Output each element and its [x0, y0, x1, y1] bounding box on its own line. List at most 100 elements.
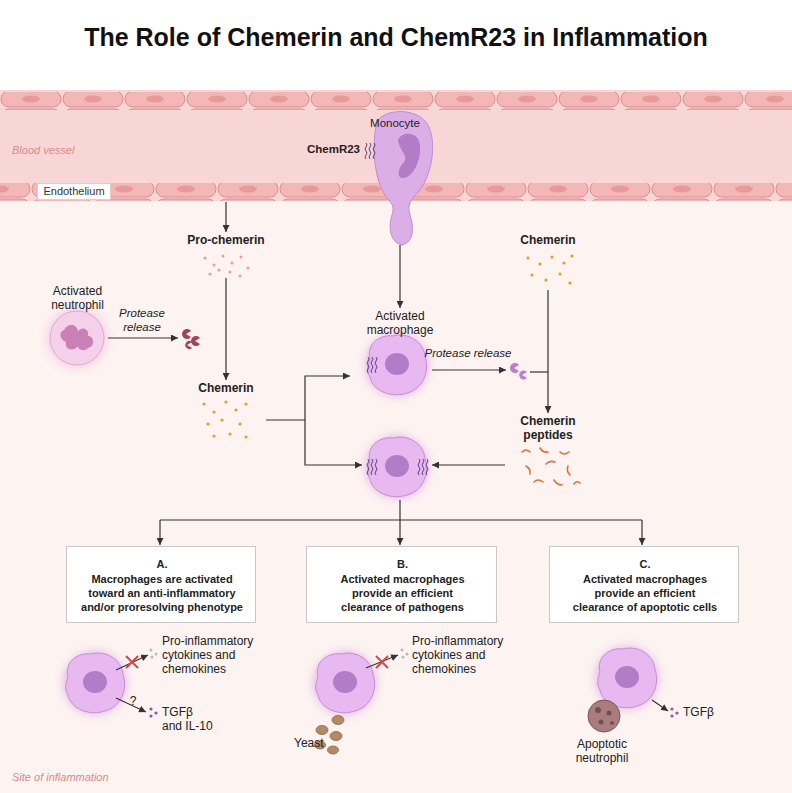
dot — [220, 418, 223, 421]
protease-icons — [510, 363, 527, 379]
node-label: Macrophages are activated toward an anti… — [77, 572, 247, 614]
release-arrow — [432, 369, 506, 370]
node-label: Activated macrophages provide an efficie… — [570, 572, 720, 614]
peptide — [567, 466, 570, 475]
protease — [191, 336, 200, 346]
fragment — [610, 721, 614, 725]
branch-arrow — [305, 420, 362, 465]
outcome-arrow — [641, 520, 642, 545]
dot — [401, 649, 404, 652]
node-heading: Activated neutrophil — [30, 284, 125, 312]
dot — [670, 714, 673, 717]
receptor — [367, 357, 377, 373]
cytokine-dots — [401, 649, 409, 659]
annotation-label: Protease release — [112, 306, 172, 334]
outcome-arrow — [159, 520, 160, 545]
dot — [229, 271, 232, 274]
peptide — [522, 450, 530, 452]
receptor — [418, 459, 428, 475]
annotation-label: Pro-inflammatory cytokines and chemokine… — [162, 634, 262, 676]
release-arrow — [108, 337, 178, 338]
macrophage-cell — [365, 435, 429, 499]
cytokine-dots — [149, 707, 157, 717]
activated-macrophage-cell — [365, 333, 429, 397]
dot — [238, 422, 241, 425]
block-cross — [376, 656, 388, 668]
macrophage-cell — [313, 651, 377, 715]
annotation-label: Apoptotic neutrophil — [560, 737, 644, 765]
node-heading: C. — [550, 557, 740, 571]
receptor — [367, 459, 377, 475]
dot — [228, 432, 231, 435]
dot — [234, 408, 237, 411]
merge-line — [530, 371, 548, 372]
dot — [212, 434, 215, 437]
annotation-label: TGFβ and IL-10 — [162, 705, 215, 733]
neutrophil-cell — [50, 311, 104, 365]
node-heading: B. — [307, 557, 498, 571]
annotation-label: Site of inflammation — [12, 770, 212, 784]
peptide — [534, 480, 543, 482]
neutrophil-nucleus — [60, 325, 93, 350]
peptide — [540, 448, 548, 452]
node-label: Activated macrophages provide an efficie… — [328, 572, 478, 614]
dot — [150, 649, 153, 652]
fragment — [599, 720, 604, 725]
yeast — [330, 732, 342, 741]
connector-arrow — [399, 245, 400, 308]
peptide — [526, 466, 530, 474]
apoptotic-neutrophil-cell — [588, 700, 620, 732]
chemerin-dots — [526, 254, 573, 284]
dot — [568, 281, 571, 284]
dot — [570, 254, 573, 257]
dot — [247, 267, 250, 270]
node-heading: Chemerin — [508, 233, 588, 247]
molecule-group: Pro-chemerin — [176, 232, 276, 278]
dot — [526, 256, 529, 259]
dot — [406, 653, 409, 656]
dot — [209, 273, 212, 276]
cytokine-dots — [670, 707, 678, 717]
node-heading: Monocyte — [362, 116, 428, 130]
dot — [550, 255, 553, 258]
dot — [149, 714, 152, 717]
yeast — [332, 716, 344, 725]
node-heading: Chemerin peptides — [508, 414, 588, 442]
molecule-group: Chemerin peptides — [508, 413, 588, 488]
chemerin-dots — [202, 400, 247, 438]
node-label: Endothelium — [38, 184, 110, 199]
node-heading: Pro-chemerin — [176, 233, 276, 247]
tissue-background — [0, 201, 792, 793]
fragment — [595, 707, 601, 713]
dot — [675, 711, 678, 714]
dot — [544, 278, 547, 281]
node-heading: Chemerin — [186, 381, 266, 395]
peptide-arrow — [432, 464, 505, 465]
pro-chemerin-dots — [204, 255, 250, 278]
dot — [218, 269, 221, 272]
protease — [182, 329, 191, 339]
outcome-box: C.Activated macrophages provide an effic… — [549, 546, 739, 623]
node-heading: A. — [67, 557, 257, 571]
block-cross — [126, 656, 138, 668]
outcome-arrow — [399, 520, 400, 545]
fragment — [607, 711, 612, 716]
secretion-arrow — [652, 700, 668, 711]
dot — [244, 402, 247, 405]
outcome-box: A.Macrophages are activated toward an an… — [66, 546, 256, 623]
connector-arrow — [266, 376, 350, 420]
diagram-title: The Role of Chemerin and ChemR23 in Infl… — [0, 22, 792, 52]
dot — [240, 256, 243, 259]
connector-arrow — [225, 278, 226, 380]
connector-arrow — [547, 290, 548, 413]
dot — [530, 273, 533, 276]
peptide — [554, 480, 562, 485]
dot — [670, 707, 673, 710]
protease-icons — [182, 329, 200, 349]
protease — [519, 371, 527, 380]
dot — [231, 262, 234, 265]
outcome-box: B.Activated macrophages provide an effic… — [306, 546, 497, 623]
dot — [222, 255, 225, 258]
apoptotic-fragments — [595, 707, 614, 725]
